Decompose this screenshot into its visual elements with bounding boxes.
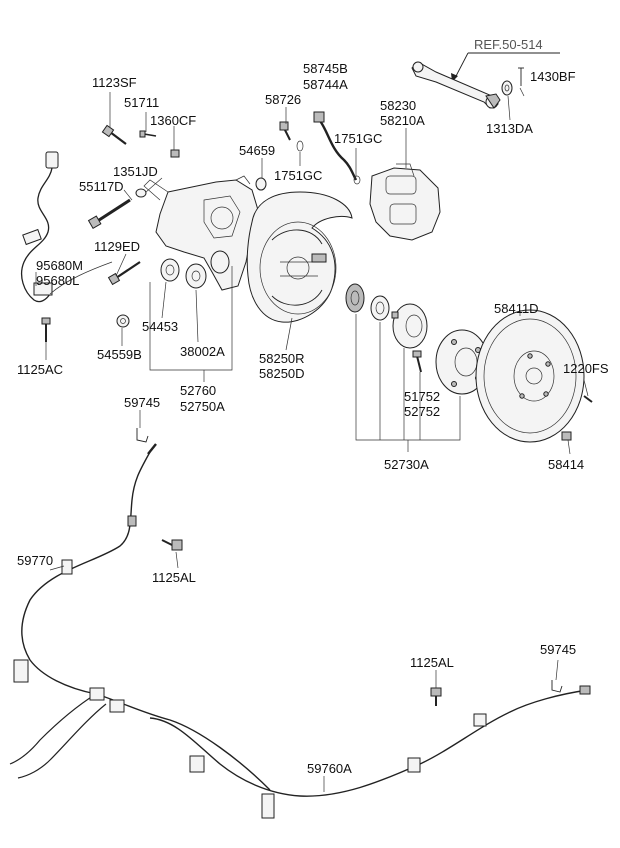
rear-knuckle [143,175,259,291]
hub-bolt-51752 [412,350,422,373]
backing-plate-58250 [246,191,353,323]
lateral-arm [411,61,501,109]
nut-58414 [561,431,572,441]
nut-1313DA [501,80,513,96]
label-1751GC-upper[interactable]: 1751GC [334,131,382,146]
label-1220FS[interactable]: 1220FS [563,361,609,376]
label-58250R[interactable]: 58250R [259,351,305,366]
label-51711[interactable]: 51711 [124,95,159,110]
reference-callout[interactable]: REF.50-514 [451,37,560,82]
label-52760[interactable]: 52760 [180,383,216,398]
label-38002A[interactable]: 38002A [180,344,225,359]
bushing-54453 [160,258,180,282]
label-59745-lower[interactable]: 59745 [540,642,576,657]
label-54659[interactable]: 54659 [239,143,275,158]
bracket-59745-lower [551,680,563,693]
label-1313DA[interactable]: 1313DA [486,121,533,136]
label-54559B[interactable]: 54559B [97,347,142,362]
label-51752[interactable]: 51752 [404,389,440,404]
label-52750A[interactable]: 52750A [180,399,225,414]
label-59770[interactable]: 59770 [17,553,53,568]
bolt-1123SF [101,124,127,145]
label-54453[interactable]: 54453 [142,319,178,334]
bolt-1125AL-lower [430,687,442,706]
label-58250D[interactable]: 58250D [259,366,305,381]
label-1125AC[interactable]: 1125AC [17,362,63,377]
bolt-58726 [279,121,291,141]
clip-1751GC [296,140,361,185]
label-95680M[interactable]: 95680M [36,258,83,273]
label-1129ED[interactable]: 1129ED [94,239,140,254]
brake-disc-58411D [475,309,585,443]
bracket-59745-upper [136,428,149,443]
label-58414[interactable]: 58414 [548,457,584,472]
label-52752[interactable]: 52752 [404,404,440,419]
bolt-1125AL-upper [161,539,183,551]
label-58744A[interactable]: 58744A [303,77,348,92]
caliper-58230 [369,163,441,241]
bolt-1129ED [107,261,141,286]
label-1360CF[interactable]: 1360CF [150,113,196,128]
label-58745B[interactable]: 58745B [303,61,348,76]
label-58210A[interactable]: 58210A [380,113,425,128]
reference-label[interactable]: REF.50-514 [474,37,543,52]
label-1430BF[interactable]: 1430BF [530,69,576,84]
pin-1430BF [518,67,524,86]
wheel-speed-sensor-95680 [20,151,113,303]
label-1125AL-lower[interactable]: 1125AL [410,655,454,670]
label-59760A[interactable]: 59760A [307,761,352,776]
label-1751GC-lower[interactable]: 1751GC [274,168,322,183]
hub-bearing-unit [391,303,428,349]
nut-1360CF [170,149,180,158]
label-58411D[interactable]: 58411D [494,301,539,316]
label-1123SF[interactable]: 1123SF [92,75,137,90]
wheel-hub [435,329,489,395]
bolt-1125AC [41,317,51,342]
label-1125AL-upper[interactable]: 1125AL [152,570,196,585]
washer-1351JD [135,188,147,198]
label-58230[interactable]: 58230 [380,98,416,113]
leader-lines [35,87,589,792]
label-58726[interactable]: 58726 [265,92,301,107]
label-59745-upper[interactable]: 59745 [124,395,160,410]
nut-54559B [116,314,130,328]
parking-cable-59770 [9,443,271,791]
label-55117D[interactable]: 55117D [79,179,124,194]
label-95680L[interactable]: 95680L [36,273,79,288]
bushing-38002A [185,250,230,289]
bolt-55117D [87,198,131,230]
part-labels: 1123SF 51711 1360CF 1351JD 55117D 1129ED… [17,61,609,776]
parking-cable-59760A [149,685,591,819]
label-52730A[interactable]: 52730A [384,457,429,472]
screw-1220FS [583,395,593,403]
brake-hose-58745B [313,111,358,181]
label-1351JD[interactable]: 1351JD [113,164,158,179]
seal-bearing [345,283,390,321]
nut-54659 [255,177,267,191]
bolt-51711 [139,130,157,138]
